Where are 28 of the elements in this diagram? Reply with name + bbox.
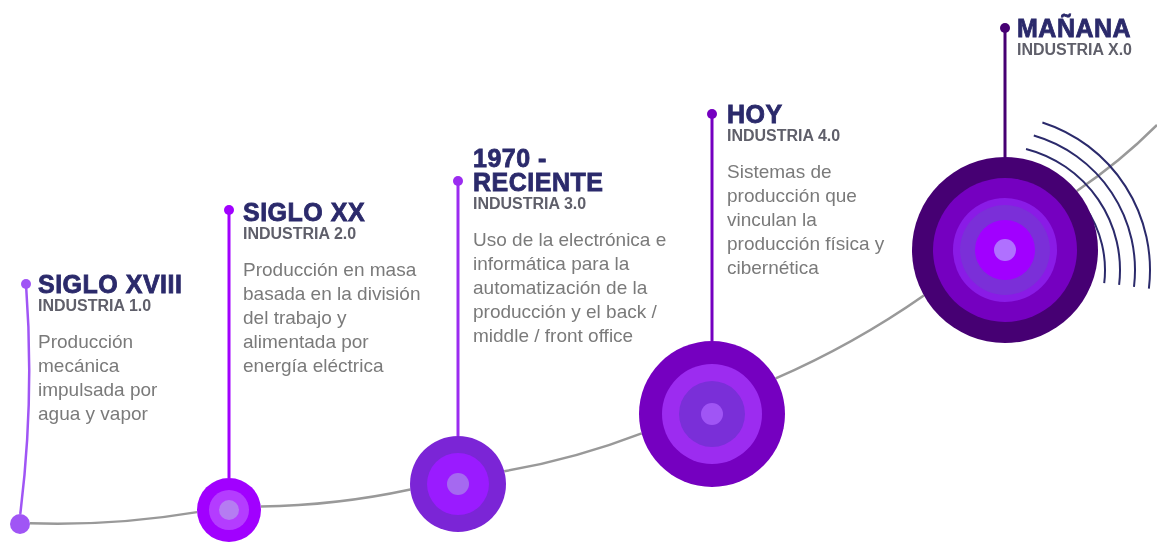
industry-label: INDUSTRIA X.0 <box>1017 40 1132 60</box>
description-text: Sistemas de producción que vinculan la producción física y cibernética <box>727 160 886 280</box>
milestone-circle <box>410 436 506 532</box>
connector-line <box>224 205 234 478</box>
milestone-circle <box>912 157 1098 343</box>
milestone-circle <box>639 341 785 487</box>
era-heading: 1970 - RECIENTE <box>473 146 605 194</box>
description-text: Producción mecánica impulsada por agua y vapor <box>38 330 159 426</box>
era-heading: SIGLO XVIII <box>38 272 183 296</box>
milestone-circle <box>10 514 30 534</box>
era-heading: SIGLO XX <box>243 200 366 224</box>
timeline-curve <box>775 294 925 380</box>
industry-label: INDUSTRIA 1.0 <box>38 296 152 316</box>
era-heading: HOY <box>727 102 783 126</box>
industry-label: INDUSTRIA 4.0 <box>727 126 841 146</box>
connector-line <box>1000 23 1010 157</box>
timeline-curve <box>260 488 411 508</box>
industry-label: INDUSTRIA 2.0 <box>243 224 357 244</box>
industry-label: INDUSTRIA 3.0 <box>473 194 587 214</box>
timeline-curve <box>29 510 198 526</box>
milestone-circle <box>197 478 261 542</box>
description-text: Uso de la electrónica e informática para la automatización de la producción y el back / middle / front office <box>473 228 668 348</box>
connector-line <box>453 176 463 436</box>
timeline-curve <box>1076 124 1157 192</box>
connector-line <box>707 109 717 341</box>
timeline-curve <box>504 432 643 473</box>
timeline-curve <box>19 279 31 515</box>
description-text: Producción en masa basada en la división del trabajo y alimentada por energía eléctrica <box>243 258 422 378</box>
